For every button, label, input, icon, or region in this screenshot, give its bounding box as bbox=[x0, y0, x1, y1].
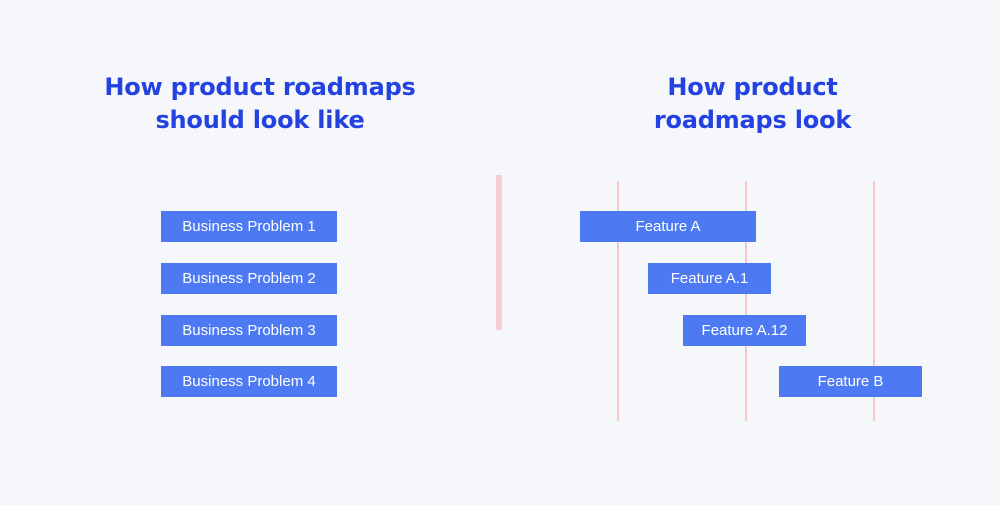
business-problem-bar: Business Problem 2 bbox=[161, 263, 337, 294]
left-title-line2: should look like bbox=[155, 106, 365, 134]
timeline-gridline bbox=[873, 181, 875, 421]
center-divider bbox=[496, 175, 502, 330]
business-problem-bar: Business Problem 1 bbox=[161, 211, 337, 242]
right-title: How product roadmaps look bbox=[580, 71, 925, 137]
feature-bar: Feature A.1 bbox=[648, 263, 771, 294]
business-problem-bar: Business Problem 3 bbox=[161, 315, 337, 346]
right-title-line2: roadmaps look bbox=[653, 106, 852, 134]
feature-bar: Feature A.12 bbox=[683, 315, 806, 346]
right-title-line1: How product bbox=[667, 73, 838, 101]
feature-bar: Feature B bbox=[779, 366, 922, 397]
business-problem-bar: Business Problem 4 bbox=[161, 366, 337, 397]
feature-bar: Feature A bbox=[580, 211, 756, 242]
timeline-gridline bbox=[617, 181, 619, 421]
left-title: How product roadmaps should look like bbox=[60, 71, 460, 137]
timeline-gridline bbox=[745, 181, 747, 421]
left-title-line1: How product roadmaps bbox=[104, 73, 416, 101]
